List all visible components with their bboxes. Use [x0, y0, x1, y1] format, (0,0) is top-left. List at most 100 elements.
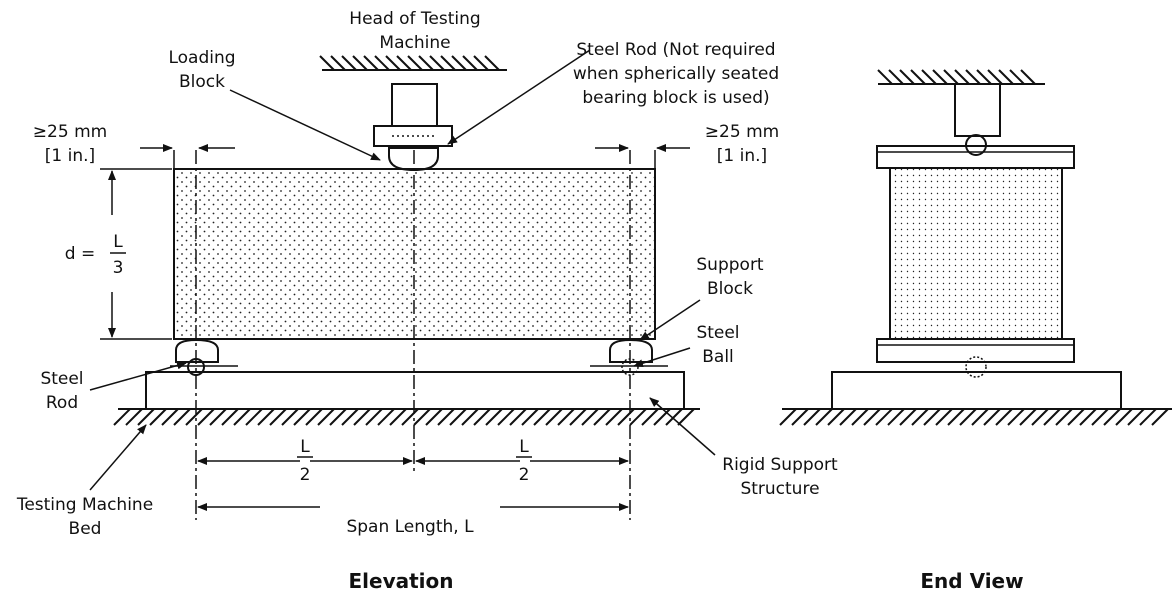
- rigid-support-structure: [145, 371, 685, 410]
- end-support-plate: [876, 338, 1075, 363]
- hatch-mark: [233, 408, 251, 426]
- label-depth-prefix: d =: [65, 244, 95, 264]
- label-support-block-1: Support: [696, 255, 764, 275]
- label-testing-machine-bed-1: Testing Machine: [16, 495, 153, 515]
- hatch-mark: [161, 408, 179, 426]
- label-steel-rod-top-3: bearing block is used): [582, 88, 769, 108]
- hatch-mark: [1127, 408, 1145, 426]
- end-testing-machine-head: [877, 69, 1045, 85]
- hatch-mark: [1115, 408, 1133, 426]
- hatch-mark: [317, 408, 335, 426]
- hatch-mark: [987, 69, 1003, 85]
- hatch-mark: [983, 408, 1001, 426]
- hatch-mark: [1091, 408, 1109, 426]
- label-support-block-2: Block: [707, 279, 753, 299]
- hatch-mark: [1055, 408, 1073, 426]
- hatch-mark: [605, 408, 623, 426]
- hatch-mark: [533, 408, 551, 426]
- hatch-mark: [293, 408, 311, 426]
- label-half-span-right-den: 2: [519, 465, 530, 485]
- hatch-mark: [461, 408, 479, 426]
- label-steel-ball-1: Steel: [696, 323, 739, 343]
- hatch-mark: [827, 408, 845, 426]
- hatch-mark: [329, 408, 347, 426]
- hatch-mark: [1079, 408, 1097, 426]
- hatch-mark: [473, 55, 489, 71]
- hatch-mark: [418, 55, 434, 71]
- hatch-mark: [497, 408, 515, 426]
- hatch-mark: [341, 55, 357, 71]
- end-view: [779, 69, 1172, 426]
- hatch-mark: [815, 408, 833, 426]
- hatch-mark: [385, 55, 401, 71]
- hatch-mark: [209, 408, 227, 426]
- label-depth-num: L: [113, 232, 123, 252]
- hatch-mark: [1067, 408, 1085, 426]
- hatch-mark: [887, 408, 905, 426]
- label-steel-rod-top-1: Steel Rod (Not required: [576, 40, 775, 60]
- testing-machine-head: [319, 55, 507, 71]
- label-loading-block-2: Block: [179, 72, 225, 92]
- hatch-mark: [943, 69, 959, 85]
- elevation-view: [89, 49, 716, 520]
- label-edge-right-2: [1 in.]: [717, 146, 767, 166]
- title-elevation: Elevation: [348, 569, 453, 593]
- hatch-mark: [425, 408, 443, 426]
- testing-machine-bed: [113, 408, 700, 426]
- hatch-mark: [1009, 69, 1025, 85]
- label-head-of-testing-machine-1: Head of Testing: [349, 9, 480, 29]
- hatch-mark: [899, 69, 915, 85]
- end-rigid-support: [831, 371, 1122, 410]
- hatch-mark: [305, 408, 323, 426]
- hatch-mark: [113, 408, 131, 426]
- hatch-mark: [877, 69, 893, 85]
- hatch-mark: [839, 408, 857, 426]
- hatch-mark: [1007, 408, 1025, 426]
- hatch-mark: [888, 69, 904, 85]
- hatch-mark: [995, 408, 1013, 426]
- hatch-mark: [449, 408, 467, 426]
- end-loading-stem: [954, 83, 1001, 137]
- hatch-mark: [965, 69, 981, 85]
- hatch-mark: [1043, 408, 1061, 426]
- hatch-mark: [581, 408, 599, 426]
- labels: Head of Testing Machine Loading Block St…: [16, 9, 1024, 593]
- label-depth-den: 3: [113, 258, 124, 278]
- hatch-mark: [257, 408, 275, 426]
- hatch-mark: [437, 408, 455, 426]
- label-half-span-left-num: L: [300, 437, 310, 457]
- hatch-mark: [617, 408, 635, 426]
- hatch-mark: [473, 408, 491, 426]
- hatch-mark: [341, 408, 359, 426]
- label-steel-rod-bottom-2: Rod: [46, 393, 78, 413]
- hatch-mark: [569, 408, 587, 426]
- label-rigid-support-2: Structure: [740, 479, 819, 499]
- hatch-mark: [976, 69, 992, 85]
- hatch-mark: [863, 408, 881, 426]
- hatch-mark: [923, 408, 941, 426]
- hatch-mark: [629, 408, 647, 426]
- support-block-right: [609, 338, 653, 363]
- hatch-mark: [185, 408, 203, 426]
- hatch-mark: [545, 408, 563, 426]
- hatch-mark: [521, 408, 539, 426]
- title-end-view: End View: [920, 569, 1023, 593]
- hatch-mark: [947, 408, 965, 426]
- hatch-mark: [1019, 408, 1037, 426]
- label-loading-block-1: Loading: [168, 48, 235, 68]
- hatch-mark: [557, 408, 575, 426]
- hatch-mark: [396, 55, 412, 71]
- label-rigid-support-1: Rigid Support: [722, 455, 838, 475]
- hatch-mark: [1151, 408, 1169, 426]
- hatch-mark: [377, 408, 395, 426]
- hatch-mark: [413, 408, 431, 426]
- hatch-mark: [440, 55, 456, 71]
- end-top-rod: [965, 134, 987, 156]
- hatch-mark: [365, 408, 383, 426]
- label-head-of-testing-machine-2: Machine: [379, 33, 450, 53]
- hatch-mark: [319, 55, 335, 71]
- label-half-span-right-num: L: [519, 437, 529, 457]
- hatch-mark: [910, 69, 926, 85]
- label-edge-right-1: ≥25 mm: [705, 122, 779, 142]
